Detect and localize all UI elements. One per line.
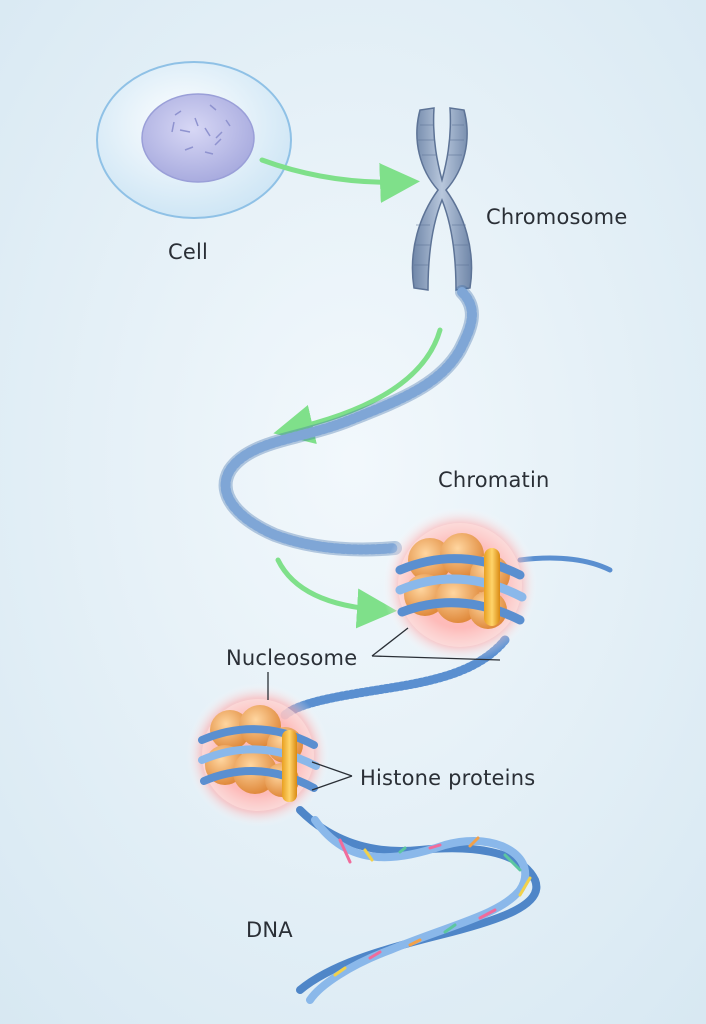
label-dna: DNA	[246, 918, 293, 942]
label-cell: Cell	[168, 240, 209, 264]
leader-lines	[267, 627, 501, 791]
label-chromatin: Chromatin	[438, 468, 550, 492]
label-chromosome: Chromosome	[486, 205, 628, 229]
arrow-cell-to-chromosome	[259, 157, 420, 203]
nucleosome-upper	[382, 507, 538, 663]
dna-double-helix	[296, 806, 541, 1004]
leader-nucleosome-upper-2	[371, 655, 501, 661]
dna-base-pairs	[333, 836, 532, 977]
label-nucleosome: Nucleosome	[226, 646, 358, 670]
dna-wrap-upper	[395, 554, 527, 625]
leader-histone-2	[311, 775, 353, 791]
dna-wrap-lower	[198, 725, 320, 792]
chromosome-banding	[414, 124, 469, 266]
label-histone-proteins: Histone proteins	[360, 766, 536, 790]
linker-histone-lower	[282, 730, 297, 802]
leader-histone-1	[311, 761, 353, 777]
chromosome-illustration	[411, 107, 473, 291]
chromatin-fiber	[218, 285, 479, 557]
chromatin-coil	[220, 287, 477, 555]
nucleus-chromosome-fragments	[171, 104, 231, 155]
nucleosome-lower	[186, 683, 330, 827]
arrow-chromosome-to-chromatin	[273, 327, 443, 444]
cell-nucleus	[141, 93, 255, 183]
cell-illustration	[96, 61, 292, 219]
linker-histone-upper	[484, 548, 500, 626]
arrow-chromatin-to-nucleosome	[275, 557, 397, 629]
leader-nucleosome-upper	[371, 627, 409, 657]
